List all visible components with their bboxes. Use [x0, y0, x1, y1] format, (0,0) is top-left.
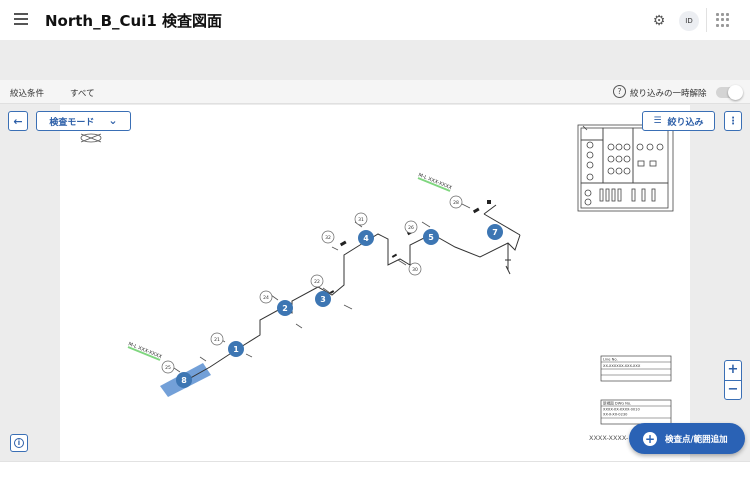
callout-label: 24 [263, 295, 269, 301]
marker-label: 5 [428, 233, 434, 242]
back-button[interactable]: ← [8, 111, 28, 131]
divider [706, 8, 707, 32]
filter-icon: ☰ [653, 116, 662, 126]
title-block-footer: XXXX-XXXX- [589, 434, 629, 442]
title-block: Line No. XX-XXXXXX-XXX-XXX 新規図 DWG No. X… [589, 355, 672, 442]
callout-label: 28 [453, 200, 459, 206]
marker-label: 2 [282, 304, 288, 313]
page-title: North_B_Cui1 検査図面 [45, 12, 223, 30]
mode-label: 検査モード [49, 117, 95, 128]
callout-label: 25 [165, 365, 171, 371]
title-block-text: 新規図 DWG No. [603, 401, 631, 406]
drawing-canvas[interactable]: M-L XXX-XXXX M-L XXX-XXXX [60, 105, 690, 461]
zoom-out-button[interactable]: − [727, 382, 739, 397]
callout-group: 21 24 22 32 31 26 30 28 25 [161, 195, 463, 374]
help-icon[interactable]: ? [613, 85, 626, 98]
marker-label: 4 [363, 234, 369, 243]
filter-label: 絞込条件 [10, 89, 45, 99]
marker-label: 3 [320, 295, 326, 304]
callout-label: 32 [325, 235, 331, 241]
inspection-markers: 1 2 3 4 5 7 8 [176, 224, 503, 388]
add-inspection-point-label: 検査点/範囲追加 [665, 434, 728, 445]
marker-label: 7 [492, 228, 498, 237]
valve-symbol [80, 133, 102, 143]
title-block-text: XX-X-XX-0230 [603, 413, 628, 417]
callout-label: 30 [412, 267, 418, 273]
filter-button-label: 絞り込み [667, 117, 704, 128]
line-label: M-L XXX-XXXX [127, 341, 163, 360]
app-bar: North_B_Cui1 検査図面 ⚙ ID [0, 0, 750, 40]
inspection-marker[interactable]: 8 [176, 372, 192, 388]
filter-pause-label: 絞り込みの一時解除 [630, 89, 707, 99]
inspection-mode-dropdown[interactable]: 検査モード ⌄ [36, 111, 131, 131]
title-block-text: Line No. [603, 358, 618, 362]
marker-label: 1 [233, 345, 239, 354]
inspection-marker[interactable]: 3 [315, 291, 331, 307]
filter-button[interactable]: ☰ 絞り込み [642, 111, 715, 131]
zoom-controls: + − [724, 360, 742, 400]
more-vertical-icon: ⋮ [728, 115, 738, 127]
inspection-marker[interactable]: 4 [358, 230, 374, 246]
inspection-marker[interactable]: 5 [423, 229, 439, 245]
chevron-down-icon: ⌄ [108, 114, 118, 127]
callout-label: 22 [314, 279, 320, 285]
callout-label: 26 [408, 225, 414, 231]
zoom-in-button[interactable]: + [727, 362, 739, 377]
inspection-marker[interactable]: 2 [277, 300, 293, 316]
inspection-marker[interactable]: 7 [487, 224, 503, 240]
callout-label: 31 [358, 217, 364, 223]
apps-grid-icon[interactable] [716, 13, 730, 27]
plus-icon: + [643, 431, 657, 446]
more-options-button[interactable]: ⋮ [724, 111, 742, 131]
menu-icon[interactable] [14, 13, 28, 25]
add-inspection-point-button[interactable]: + 検査点/範囲追加 [629, 423, 745, 454]
filter-value[interactable]: すべて [70, 89, 95, 99]
callout-label: 21 [214, 337, 220, 343]
filter-pause-toggle[interactable] [716, 85, 743, 100]
title-block-text: XX-XXXXXX-XXX-XXX [603, 364, 641, 368]
line-label: M-L XXX-XXXX [417, 172, 453, 191]
arrow-left-icon: ← [13, 114, 23, 128]
filter-bar: 絞込条件 すべて ? 絞り込みの一時解除 [0, 80, 750, 104]
info-icon: i [14, 438, 24, 448]
info-button[interactable]: i [10, 434, 28, 452]
gear-icon[interactable]: ⚙ [652, 13, 666, 29]
title-block-text: XXXX-XX-XXXX-0010 [603, 408, 640, 412]
piping-lines [177, 204, 521, 386]
key-plan [577, 124, 674, 212]
inspection-marker[interactable]: 1 [228, 341, 244, 357]
marker-label: 8 [181, 376, 187, 385]
avatar[interactable]: ID [679, 11, 699, 31]
